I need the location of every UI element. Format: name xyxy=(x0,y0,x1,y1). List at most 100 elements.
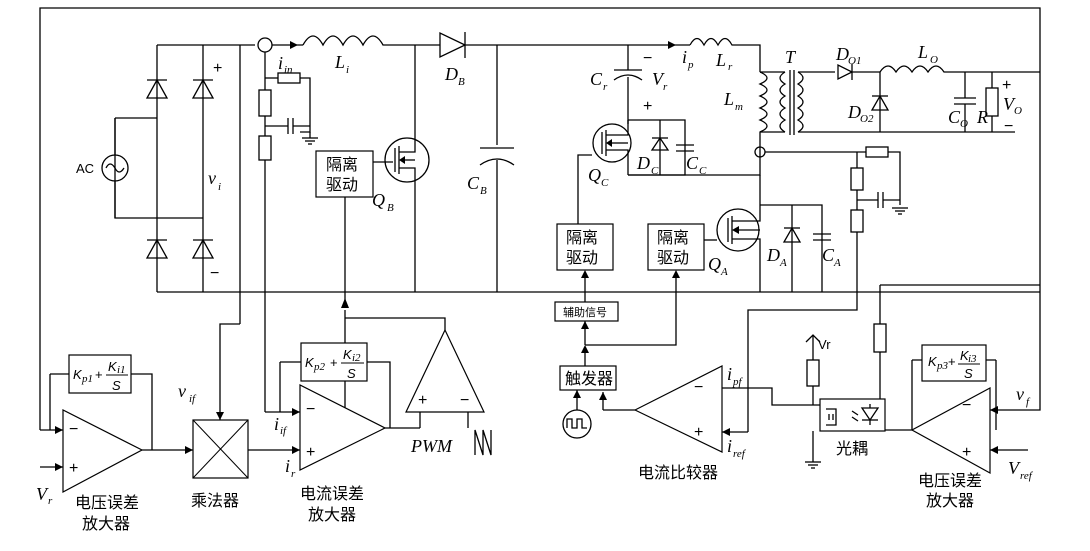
T-label: T xyxy=(785,47,797,67)
svg-text:−: − xyxy=(1004,118,1013,135)
svg-text:放大器: 放大器 xyxy=(926,491,974,510)
DC-label: D xyxy=(636,153,650,173)
CA-label: C xyxy=(822,245,835,265)
svg-text:B: B xyxy=(480,185,487,197)
svg-text:r: r xyxy=(603,81,608,93)
mosfet-QB xyxy=(384,137,430,183)
DO1-label: D xyxy=(835,44,849,64)
VO-label: V xyxy=(1003,94,1016,114)
svg-text:pf: pf xyxy=(732,376,744,388)
svg-text:if: if xyxy=(189,393,197,405)
svg-text:S: S xyxy=(112,378,121,393)
svg-text:−: − xyxy=(69,421,78,438)
svg-text:S: S xyxy=(347,366,356,381)
current-amp xyxy=(299,384,387,471)
outer-feedback-wire xyxy=(39,7,1041,430)
svg-text:电流比较器: 电流比较器 xyxy=(638,463,718,482)
svg-text:r: r xyxy=(728,61,733,73)
trigger-block xyxy=(559,365,617,391)
boost-stage: L i i in D B 隔离 驱动 xyxy=(257,31,690,412)
CB-label: C xyxy=(467,173,480,193)
voltage-amp-1 xyxy=(62,409,144,493)
svg-text:p: p xyxy=(687,59,694,71)
svg-text:放大器: 放大器 xyxy=(308,505,356,524)
iso-drive-QC xyxy=(556,223,614,271)
svg-text:驱动: 驱动 xyxy=(326,175,358,194)
svg-text:+: + xyxy=(306,444,315,461)
DB-label: D xyxy=(444,64,458,84)
svg-text:m: m xyxy=(735,101,743,113)
svg-text:−: − xyxy=(460,392,469,409)
QA-label: Q xyxy=(708,254,721,274)
svg-text:p1: p1 xyxy=(81,373,93,385)
svg-text:r: r xyxy=(291,468,296,480)
svg-text:触发器: 触发器 xyxy=(565,369,613,388)
svg-text:隔离: 隔离 xyxy=(326,155,358,174)
Vr-input-label: V xyxy=(36,484,49,504)
svg-text:r: r xyxy=(663,81,668,93)
CC-label: C xyxy=(686,153,699,173)
svg-text:放大器: 放大器 xyxy=(82,514,130,533)
voltage-amp-1-stage: − + V r K p1 + K i1 S 电压误差 放大器 xyxy=(36,354,193,533)
ipf-label: i xyxy=(727,364,732,384)
inductor-Li xyxy=(302,35,440,47)
svg-text:S: S xyxy=(964,366,973,381)
Li-label: L xyxy=(334,52,345,72)
multiplier-stage: v if 乘法器 xyxy=(178,292,300,510)
svg-text:C: C xyxy=(699,165,707,177)
R-label: R xyxy=(976,107,988,127)
bridge-rectifier: AC + − v i xyxy=(76,44,1040,293)
svg-text:−: − xyxy=(306,401,315,418)
svg-text:B: B xyxy=(387,202,394,214)
svg-text:O: O xyxy=(930,54,938,66)
svg-text:p3: p3 xyxy=(936,360,949,372)
LO-label: L xyxy=(917,42,928,62)
svg-text:驱动: 驱动 xyxy=(657,248,689,267)
svg-text:−: − xyxy=(694,379,703,396)
DA-label: D xyxy=(766,245,780,265)
QB-label: Q xyxy=(372,190,385,210)
svg-text:−: − xyxy=(643,50,652,67)
Lr-label: L xyxy=(715,50,726,70)
svg-text:i1: i1 xyxy=(117,364,126,376)
svg-text:电压误差: 电压误差 xyxy=(75,493,139,512)
optocoupler xyxy=(819,398,886,432)
svg-text:+: + xyxy=(948,354,956,369)
svg-text:K: K xyxy=(305,355,315,370)
primary-sense-network xyxy=(747,146,908,432)
pwm-comparator xyxy=(405,328,485,413)
vi-plus: + xyxy=(213,60,222,77)
CO-label: C xyxy=(948,107,961,127)
iso-drive-QA xyxy=(647,223,705,271)
svg-text:+: + xyxy=(418,392,427,409)
svg-text:i: i xyxy=(346,64,349,76)
diode-DA xyxy=(782,226,802,243)
Vr-cap-label: V xyxy=(652,69,665,89)
svg-text:i2: i2 xyxy=(352,352,361,364)
svg-text:+: + xyxy=(962,444,971,461)
vif-label: v xyxy=(178,381,186,401)
pi-block-1 xyxy=(68,354,132,394)
svg-text:K: K xyxy=(108,359,118,374)
svg-text:+: + xyxy=(69,460,78,477)
svg-text:驱动: 驱动 xyxy=(566,248,598,267)
diode-DO2 xyxy=(870,94,890,111)
svg-text:O2: O2 xyxy=(860,113,874,125)
vr-supply-label: Vr xyxy=(818,337,831,352)
diode-DC xyxy=(650,136,670,151)
DO2-label: D xyxy=(847,102,861,122)
current-sensor-icon xyxy=(257,37,273,53)
pwm-label: PWM xyxy=(410,436,453,456)
svg-text:隔离: 隔离 xyxy=(566,228,598,247)
svg-text:+: + xyxy=(95,367,103,382)
svg-text:+: + xyxy=(1002,77,1011,94)
iif-label: i xyxy=(274,414,279,434)
diode-DO1 xyxy=(837,63,854,81)
current-comparator: − + i pf i ref 电流比较器 xyxy=(633,364,820,482)
svg-text:K: K xyxy=(960,348,970,363)
svg-text:if: if xyxy=(280,425,288,437)
QC-label: Q xyxy=(588,165,601,185)
svg-text:ref: ref xyxy=(733,448,747,460)
vi-label: v xyxy=(208,168,216,188)
